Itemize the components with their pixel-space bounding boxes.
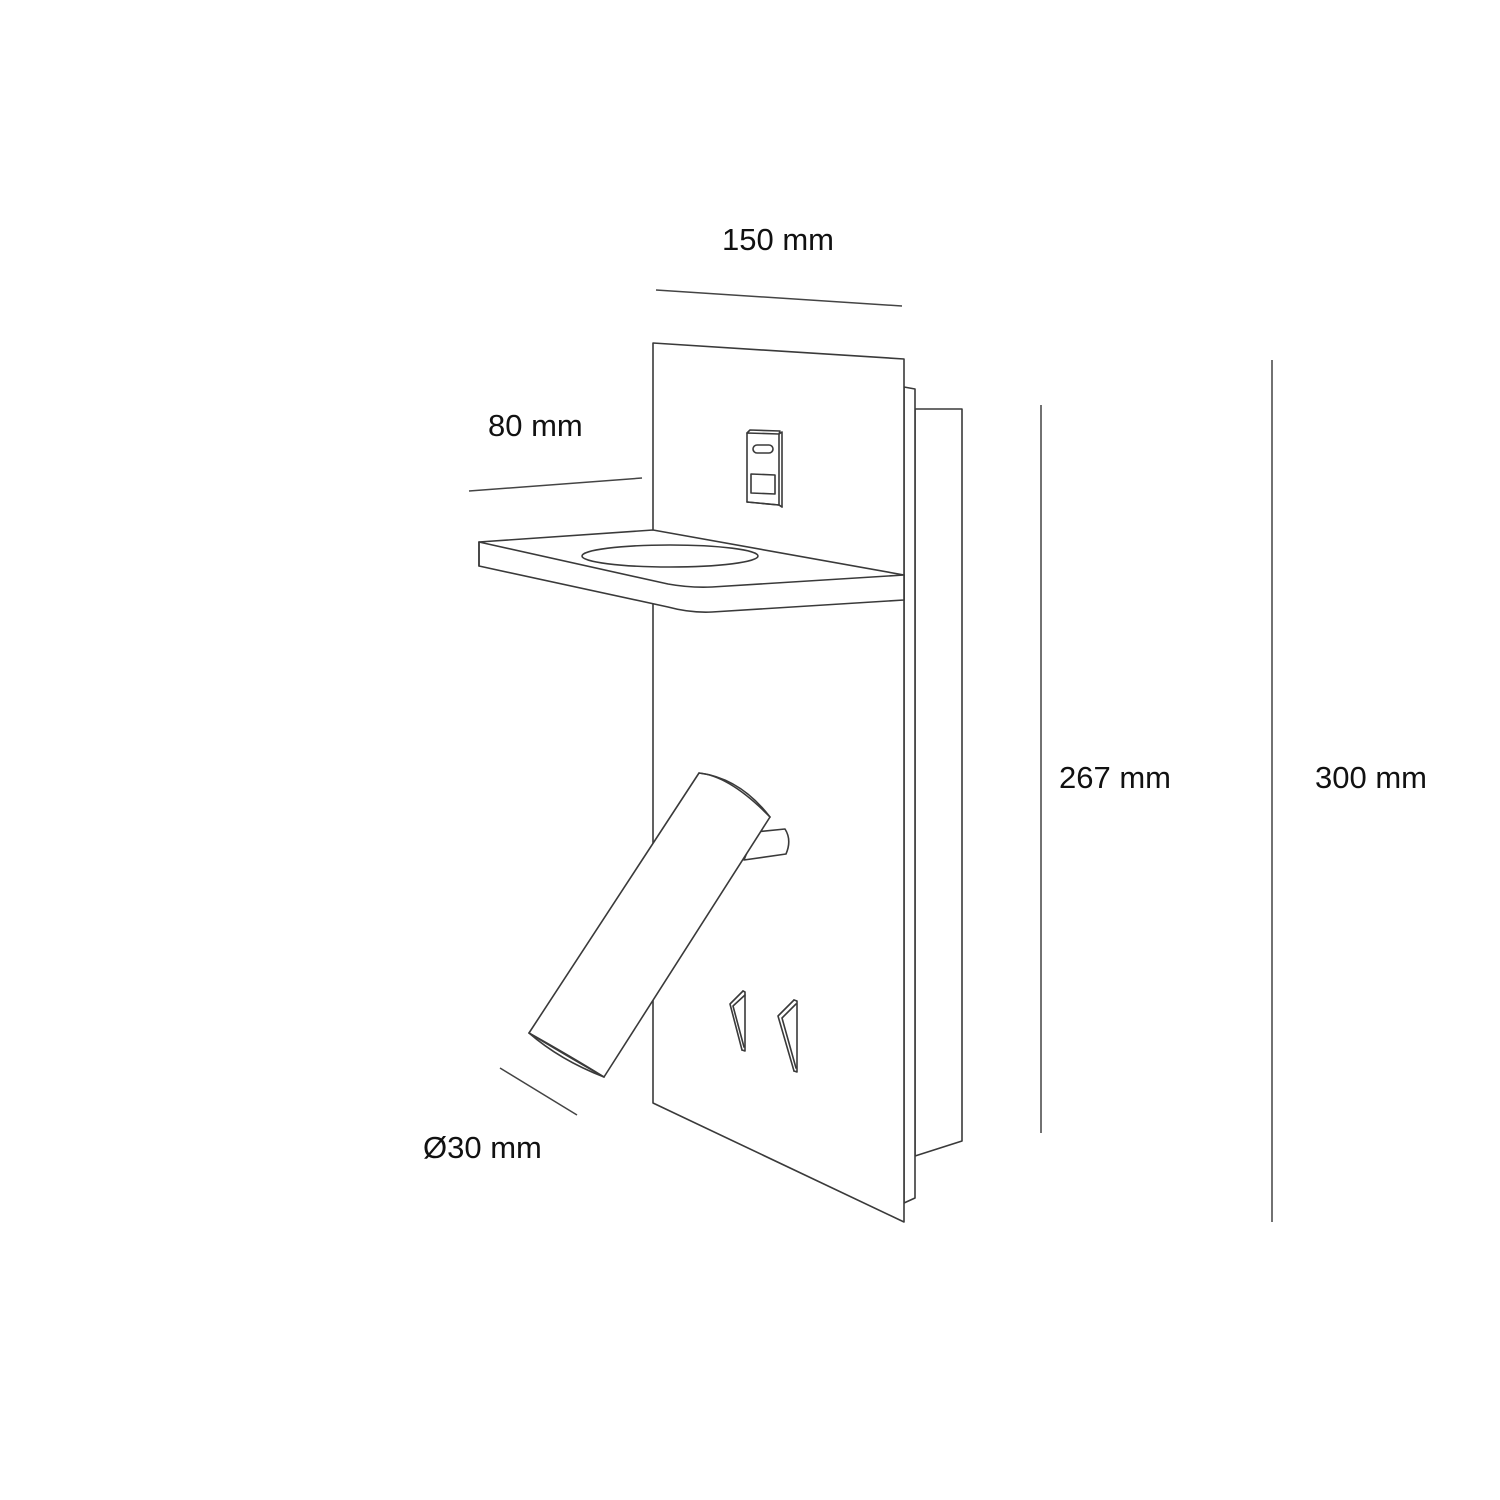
shelf-cup-hole xyxy=(581,544,759,568)
spot-diameter-label: Ø30 mm xyxy=(423,1130,542,1165)
depth-dimension-line xyxy=(468,477,643,492)
inner-height-label: 267 mm xyxy=(1059,760,1171,795)
usb-port-icon xyxy=(752,444,774,454)
usb-charger-icon xyxy=(746,429,783,508)
shelf xyxy=(478,529,905,613)
recessed-box xyxy=(914,408,963,1157)
diameter-dimension-line xyxy=(499,1067,578,1116)
width-dimension-line xyxy=(655,289,903,307)
total-height-label: 300 mm xyxy=(1315,760,1427,795)
spotlight-arm xyxy=(528,772,771,1078)
mounting-layer xyxy=(903,386,916,1204)
toggle-switch-left-icon xyxy=(729,990,746,1052)
width-label: 150 mm xyxy=(722,222,834,257)
charger-button-icon xyxy=(750,473,776,495)
toggle-switch-right-icon xyxy=(777,999,798,1073)
depth-label: 80 mm xyxy=(488,408,583,443)
